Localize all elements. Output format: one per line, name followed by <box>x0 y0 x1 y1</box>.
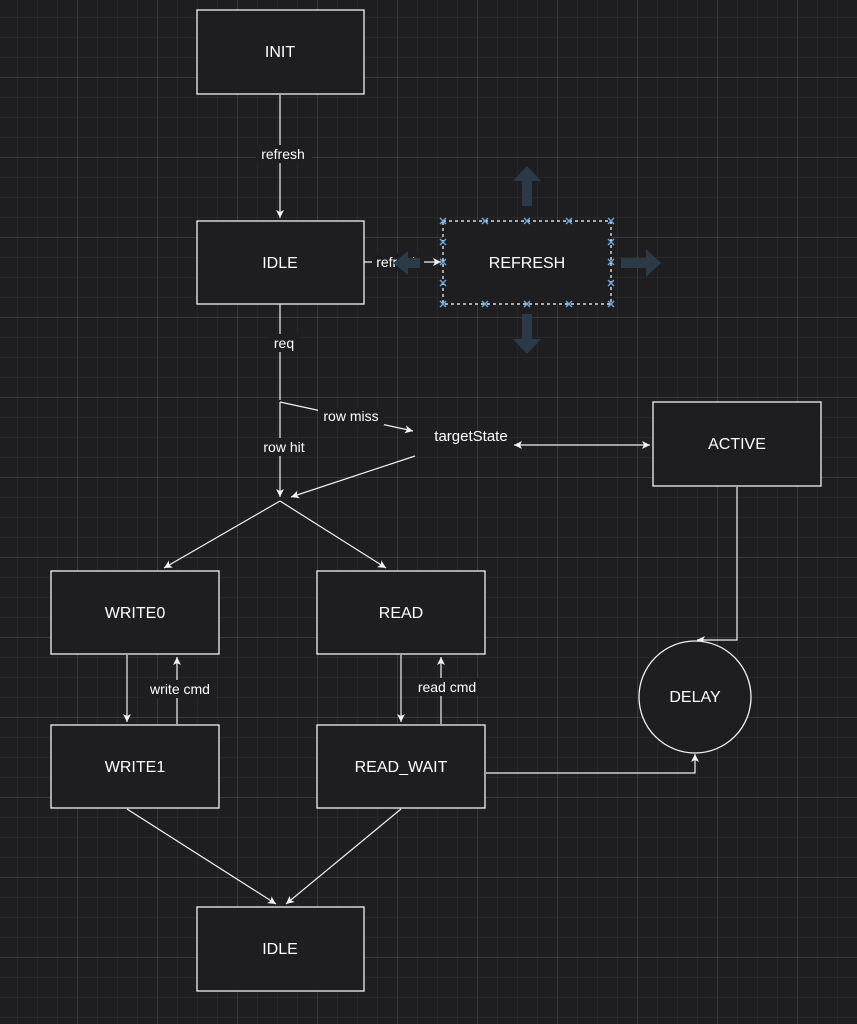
svg-text:READ: READ <box>379 605 423 622</box>
resize-handle[interactable] <box>439 279 447 287</box>
svg-text:REFRESH: REFRESH <box>489 255 565 272</box>
selection-handles <box>439 217 615 308</box>
edge-label-write-cmd[interactable]: write cmd <box>143 680 215 698</box>
resize-handle[interactable] <box>439 238 447 246</box>
node-active[interactable]: ACTIVE <box>652 401 822 487</box>
connect-right-arrow-icon[interactable] <box>621 249 661 277</box>
resize-handle[interactable] <box>439 258 447 266</box>
edge-label-row-miss[interactable]: row miss <box>318 407 384 425</box>
resize-handle[interactable] <box>439 217 447 225</box>
svg-text:row hit: row hit <box>263 439 304 455</box>
connect-arrows <box>393 166 661 354</box>
edge-junction-write0[interactable] <box>163 500 281 569</box>
svg-text:IDLE: IDLE <box>262 941 298 958</box>
node-target-state[interactable]: targetState <box>434 428 507 445</box>
node-delay[interactable]: DELAY <box>638 640 752 754</box>
edge-label-row-hit[interactable]: row hit <box>258 438 310 456</box>
svg-text:row miss: row miss <box>323 408 378 424</box>
resize-handle[interactable] <box>607 238 615 246</box>
edge-label-read-cmd[interactable]: read cmd <box>411 678 481 696</box>
resize-handle[interactable] <box>607 217 615 225</box>
resize-handle[interactable] <box>439 300 447 308</box>
edge-target-to-junction[interactable] <box>290 455 416 499</box>
resize-handle[interactable] <box>481 217 489 225</box>
resize-handle[interactable] <box>607 300 615 308</box>
svg-text:write cmd: write cmd <box>149 681 210 697</box>
node-idle-bottom[interactable]: IDLE <box>196 906 365 992</box>
resize-handle[interactable] <box>565 217 573 225</box>
resize-handle[interactable] <box>523 300 531 308</box>
edge-write1-idle[interactable] <box>126 808 277 905</box>
resize-handle[interactable] <box>481 300 489 308</box>
svg-text:refresh: refresh <box>261 146 305 162</box>
connect-down-arrow-icon[interactable] <box>513 314 541 354</box>
svg-text:WRITE1: WRITE1 <box>105 759 166 776</box>
svg-text:DELAY: DELAY <box>669 689 721 706</box>
svg-text:read cmd: read cmd <box>418 679 476 695</box>
edge-readwait-delay[interactable] <box>486 754 699 774</box>
node-idle-top[interactable]: IDLE <box>196 220 365 305</box>
connect-up-arrow-icon[interactable] <box>513 166 541 206</box>
node-init[interactable]: INIT <box>196 9 365 95</box>
edge-junction-read[interactable] <box>279 500 387 569</box>
svg-text:req: req <box>274 335 294 351</box>
svg-text:IDLE: IDLE <box>262 255 298 272</box>
resize-handle[interactable] <box>607 279 615 287</box>
resize-handle[interactable] <box>565 300 573 308</box>
edge-active-delay[interactable] <box>697 487 738 644</box>
edge-readwait-idle[interactable] <box>285 808 402 905</box>
edge-label-init-idle[interactable]: refresh <box>256 145 312 163</box>
node-write0[interactable]: WRITE0 <box>50 570 220 655</box>
resize-handle[interactable] <box>607 258 615 266</box>
svg-text:WRITE0: WRITE0 <box>105 605 166 622</box>
svg-text:targetState: targetState <box>434 428 507 445</box>
node-read-wait[interactable]: READ_WAIT <box>316 724 486 809</box>
connect-left-arrow-icon[interactable] <box>393 251 420 275</box>
svg-text:INIT: INIT <box>265 44 295 61</box>
node-refresh[interactable]: REFRESH <box>442 220 612 305</box>
svg-text:ACTIVE: ACTIVE <box>708 436 766 453</box>
svg-text:READ_WAIT: READ_WAIT <box>355 759 448 776</box>
resize-handle[interactable] <box>523 217 531 225</box>
node-write1[interactable]: WRITE1 <box>50 724 220 809</box>
edge-label-req[interactable]: req <box>270 334 298 352</box>
node-read[interactable]: READ <box>316 570 486 655</box>
